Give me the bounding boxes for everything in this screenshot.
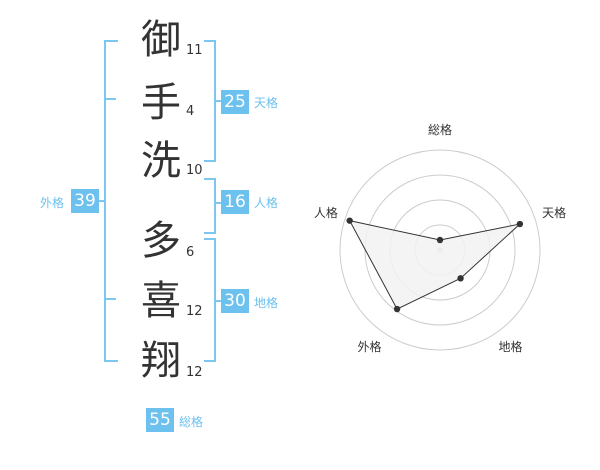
tenkaku-value: 25 <box>221 90 249 114</box>
chikaku-value: 30 <box>221 289 249 313</box>
surname-char-2: 手 <box>141 80 181 126</box>
bracket-tick <box>94 200 106 202</box>
radar-axis-label-5: 人格 <box>314 205 338 220</box>
bracket-tick <box>214 202 222 204</box>
jinkaku-value: 16 <box>221 190 249 214</box>
surname-char-1: 御 <box>141 17 181 63</box>
radar-point-3 <box>457 275 464 282</box>
radar-point-1 <box>436 236 444 244</box>
radar-axis-label-2: 天格 <box>542 205 566 220</box>
given-strokes-1: 6 <box>186 245 195 260</box>
given-char-1: 多 <box>141 218 181 264</box>
radar-points <box>346 217 524 313</box>
surname-strokes-2: 4 <box>186 104 195 119</box>
radar-axis-label-1: 総格 <box>428 122 452 137</box>
surname-char-3: 洗 <box>141 138 181 184</box>
radar-ring <box>339 149 541 351</box>
sokaku-value: 55 <box>146 408 174 432</box>
bracket-tick <box>214 100 222 102</box>
radar-point-4 <box>393 305 401 313</box>
tenkaku-label: 天格 <box>254 96 279 110</box>
bracket-tick <box>214 300 222 302</box>
chikaku-label: 地格 <box>254 296 279 310</box>
jinkaku-bracket <box>204 178 216 234</box>
jinkaku-label: 人格 <box>254 196 279 210</box>
gaikaku-value: 39 <box>71 189 99 213</box>
surname-strokes-3: 10 <box>186 163 203 178</box>
given-char-2: 喜 <box>141 278 181 324</box>
given-char-3: 翔 <box>141 338 181 384</box>
bracket-tick <box>104 98 116 100</box>
surname-strokes-1: 11 <box>186 43 203 58</box>
radar-point-2 <box>516 220 524 228</box>
given-strokes-2: 12 <box>186 304 203 319</box>
radar-polygon <box>348 219 522 310</box>
radar-axis-label-4: 外格 <box>357 339 381 354</box>
radar-point-5 <box>346 217 353 224</box>
gaikaku-bracket <box>104 40 118 362</box>
bracket-tick <box>104 298 116 300</box>
gaikaku-label: 外格 <box>40 196 65 210</box>
radar-axis-label-3: 地格 <box>499 339 523 354</box>
given-strokes-3: 12 <box>186 365 203 380</box>
sokaku-label: 総格 <box>179 415 204 429</box>
